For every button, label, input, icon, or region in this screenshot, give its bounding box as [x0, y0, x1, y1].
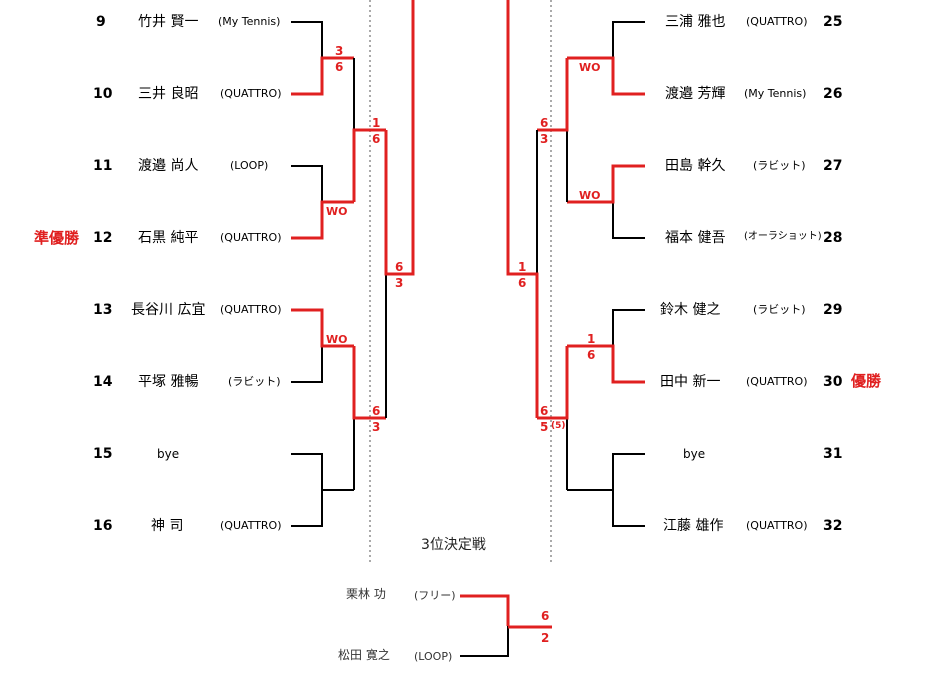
- score: 5: [540, 420, 549, 434]
- player-name: 平塚 雅暢: [138, 374, 199, 390]
- player-club: (QUATTRO): [220, 87, 282, 100]
- score: 3: [335, 44, 344, 58]
- score: 3: [540, 132, 549, 146]
- seed-number: 27: [823, 158, 843, 174]
- walkover-score: WO: [326, 333, 348, 346]
- score: 3: [372, 420, 381, 434]
- score: 6: [395, 260, 404, 274]
- score: 6: [518, 276, 527, 290]
- seed-number: 9: [96, 14, 106, 30]
- player-club: (My Tennis): [218, 15, 281, 28]
- score: 6: [587, 348, 596, 362]
- score: 2: [541, 631, 550, 645]
- player-club: (オーラショット): [744, 231, 822, 242]
- player-name: 栗林 功: [346, 587, 386, 601]
- winner-label: 優勝: [851, 372, 882, 390]
- player-name: 江藤 雄作: [663, 518, 724, 534]
- seed-number: 14: [93, 374, 113, 390]
- player-club: (QUATTRO): [746, 15, 808, 28]
- score: 6: [372, 132, 381, 146]
- player-name: 竹井 賢一: [138, 14, 199, 30]
- player-name: 鈴木 健之: [660, 302, 721, 318]
- player-club: (QUATTRO): [220, 519, 282, 532]
- seed-number: 26: [823, 86, 843, 102]
- seed-number: 12: [93, 230, 113, 246]
- player-name: 長谷川 広宜: [131, 302, 206, 318]
- seed-number: 29: [823, 302, 843, 318]
- player-name: 松田 寛之: [338, 648, 390, 662]
- player-club: (QUATTRO): [746, 519, 808, 532]
- player-name: 神 司: [151, 518, 184, 534]
- player-club: (QUATTRO): [746, 375, 808, 388]
- score: 3: [395, 276, 404, 290]
- player-club: (My Tennis): [744, 87, 807, 100]
- runner-up-label: 準優勝: [34, 229, 80, 247]
- score: 1: [372, 116, 381, 130]
- seed-number: 11: [93, 158, 113, 174]
- seed-number: 15: [93, 446, 113, 462]
- player-name: bye: [683, 447, 706, 461]
- walkover-score: WO: [326, 205, 348, 218]
- score: 1: [587, 332, 596, 346]
- score: 6: [540, 404, 549, 418]
- player-club: (LOOP): [414, 650, 453, 663]
- seed-number: 30: [823, 374, 843, 390]
- score: 6: [335, 60, 344, 74]
- player-club: (QUATTRO): [220, 231, 282, 244]
- player-club: (QUATTRO): [220, 303, 282, 316]
- score: 6: [541, 609, 550, 623]
- player-name: 田中 新一: [660, 374, 721, 390]
- seed-number: 10: [93, 86, 113, 102]
- player-name: bye: [157, 447, 180, 461]
- seed-number: 16: [93, 518, 113, 534]
- player-name: 三浦 雅也: [665, 14, 726, 30]
- seed-number: 28: [823, 230, 843, 246]
- player-name: 福本 健吾: [665, 230, 726, 246]
- tiebreak-score: (5): [551, 421, 566, 431]
- player-name: 田島 幹久: [665, 158, 726, 174]
- player-club: (ラビット): [753, 303, 806, 316]
- third-place-title: 3位決定戦: [421, 537, 486, 553]
- player-club: (フリー): [414, 589, 456, 602]
- score: 1: [518, 260, 527, 274]
- player-name: 渡邉 尚人: [138, 158, 199, 174]
- player-name: 三井 良昭: [138, 86, 199, 102]
- player-name: 渡邉 芳輝: [665, 86, 726, 102]
- player-club: (LOOP): [230, 159, 269, 172]
- player-club: (ラビット): [228, 375, 281, 388]
- seed-number: 13: [93, 302, 113, 318]
- score: 6: [372, 404, 381, 418]
- seed-number: 32: [823, 518, 843, 534]
- seed-number: 25: [823, 14, 843, 30]
- walkover-score: WO: [579, 189, 601, 202]
- score: 6: [540, 116, 549, 130]
- player-name: 石黒 純平: [138, 230, 199, 246]
- walkover-score: WO: [579, 61, 601, 74]
- seed-number: 31: [823, 446, 843, 462]
- player-club: (ラビット): [753, 159, 806, 172]
